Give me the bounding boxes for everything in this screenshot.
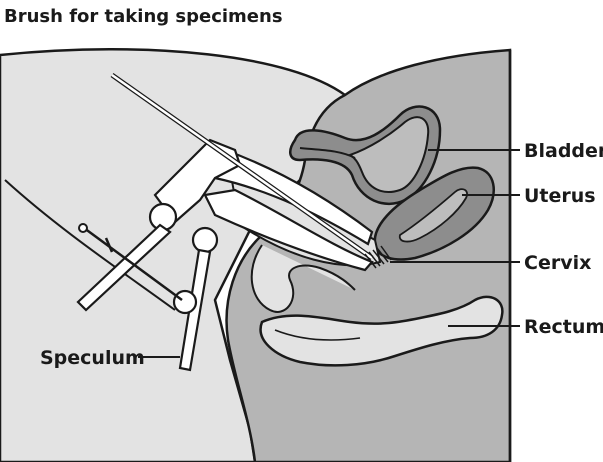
label-bladder: Bladder xyxy=(524,140,603,162)
label-brush: Brush for taking specimens xyxy=(4,6,283,27)
label-speculum: Speculum xyxy=(40,347,145,369)
label-rectum: Rectum xyxy=(524,316,603,338)
speculum-lever-knob xyxy=(174,291,196,313)
label-uterus: Uterus xyxy=(524,185,596,207)
speculum-pivot xyxy=(193,228,217,252)
label-cervix: Cervix xyxy=(524,252,591,274)
brush-rod-tip xyxy=(79,224,87,232)
